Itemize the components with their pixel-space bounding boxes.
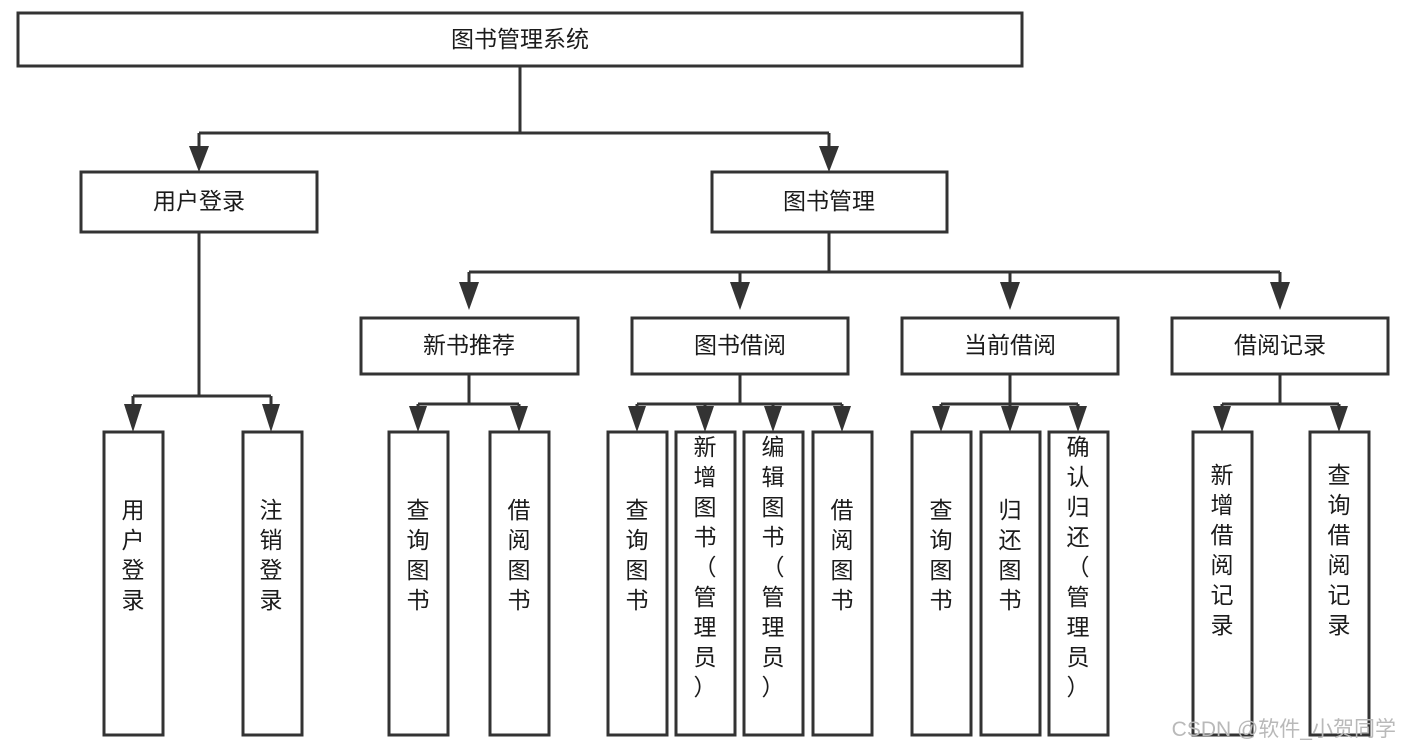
arrow-head-user-login <box>189 146 209 172</box>
node-borrow-record[interactable]: 借阅记录 <box>1170 316 1390 376</box>
leaf-confirm-return-label: 确认归还（管理员） <box>1067 434 1090 700</box>
arrow-head-leaf-add-record <box>1213 406 1231 432</box>
leaf-query-book-1[interactable]: 查询图书 <box>387 430 450 737</box>
csdn-watermark: CSDN @软件_小贺同学 <box>1172 718 1396 741</box>
leaf-query-book-2[interactable]: 查询图书 <box>606 430 669 737</box>
node-user-login-label: 用户登录 <box>153 188 245 214</box>
node-root[interactable]: 图书管理系统 <box>16 11 1024 68</box>
arrow-head-borrow-record <box>1270 282 1290 310</box>
arrow-head-new-book-recommend <box>459 282 479 310</box>
leaf-add-record-label: 新增借阅记录 <box>1211 462 1234 638</box>
leaf-borrow-book-1-box <box>488 430 551 737</box>
leaf-query-record-label: 查询借阅记录 <box>1328 462 1351 638</box>
leaf-user-login-label: 用户登录 <box>122 497 145 613</box>
leaf-logout-login[interactable]: 注销登录 <box>241 430 304 737</box>
leaf-borrow-book-1[interactable]: 借阅图书 <box>488 430 551 737</box>
leaf-query-book-1-label: 查询图书 <box>407 497 430 613</box>
leaf-edit-book-label: 编辑图书（管理员） <box>762 434 785 700</box>
node-root-box <box>16 11 1024 68</box>
arrow-head-leaf-query-book-3 <box>932 406 950 432</box>
leaf-query-book-3-label: 查询图书 <box>930 497 953 613</box>
leaf-add-book[interactable]: 新增图书（管理员） <box>674 430 737 737</box>
node-user-login-box <box>79 170 319 234</box>
leaf-borrow-book-1-label: 借阅图书 <box>508 497 531 613</box>
arrow-head-book-borrow <box>730 282 750 310</box>
arrow-head-leaf-borrow-book-1 <box>510 406 528 432</box>
arrow-head-leaf-query-book-2 <box>628 406 646 432</box>
arrow-head-leaf-borrow-book-2 <box>833 406 851 432</box>
leaf-add-book-box <box>674 430 737 737</box>
node-borrow-record-label: 借阅记录 <box>1234 332 1326 358</box>
node-current-borrow-box <box>900 316 1120 376</box>
leaf-user-login[interactable]: 用户登录 <box>102 430 165 737</box>
leaf-query-book-2-box <box>606 430 669 737</box>
leaf-borrow-book-2-label: 借阅图书 <box>831 497 854 613</box>
arrow-head-leaf-logout <box>262 404 280 432</box>
leaf-user-login-box <box>102 430 165 737</box>
leaf-logout-login-label: 注销登录 <box>260 497 283 613</box>
arrow-head-leaf-edit-book <box>764 406 782 432</box>
leaf-confirm-return-box <box>1047 430 1110 737</box>
node-current-borrow-label: 当前借阅 <box>964 332 1056 358</box>
leaf-edit-book[interactable]: 编辑图书（管理员） <box>742 430 805 737</box>
arrow-head-book-management <box>819 146 839 172</box>
arrow-head-leaf-confirm-return <box>1069 406 1087 432</box>
leaf-borrow-book-2-box <box>811 430 874 737</box>
leaf-query-book-3-box <box>910 430 973 737</box>
node-book-borrow-box <box>630 316 850 376</box>
node-new-book-recommend-label: 新书推荐 <box>423 332 515 358</box>
leaf-return-book-box <box>979 430 1042 737</box>
leaf-query-record[interactable]: 查询借阅记录 <box>1308 430 1371 737</box>
connector-layer <box>124 66 1348 432</box>
leaf-logout-login-box <box>241 430 304 737</box>
leaf-query-book-3[interactable]: 查询图书 <box>910 430 973 737</box>
arrow-head-leaf-user-login <box>124 404 142 432</box>
leaf-return-book[interactable]: 归还图书 <box>979 430 1042 737</box>
node-root-label: 图书管理系统 <box>451 26 589 52</box>
leaf-confirm-return[interactable]: 确认归还（管理员） <box>1047 430 1110 737</box>
node-book-management-box <box>710 170 949 234</box>
node-book-management[interactable]: 图书管理 <box>710 170 949 234</box>
node-new-book-recommend[interactable]: 新书推荐 <box>359 316 580 376</box>
node-user-login[interactable]: 用户登录 <box>79 170 319 234</box>
leaf-return-book-label: 归还图书 <box>999 497 1022 613</box>
node-borrow-record-box <box>1170 316 1390 376</box>
node-book-management-label: 图书管理 <box>783 188 875 214</box>
arrow-head-current-borrow <box>1000 282 1020 310</box>
leaf-add-book-label: 新增图书（管理员） <box>694 434 717 700</box>
arrow-head-leaf-query-record <box>1330 406 1348 432</box>
leaf-edit-book-box <box>742 430 805 737</box>
leaf-query-book-1-box <box>387 430 450 737</box>
arrow-head-leaf-return-book <box>1001 406 1019 432</box>
node-book-borrow-label: 图书借阅 <box>694 332 786 358</box>
leaf-query-record-box <box>1308 430 1371 737</box>
leaf-add-record[interactable]: 新增借阅记录 <box>1191 430 1254 737</box>
leaf-add-record-box <box>1191 430 1254 737</box>
node-new-book-recommend-box <box>359 316 580 376</box>
arrow-head-leaf-query-book-1 <box>409 406 427 432</box>
leaf-query-book-2-label: 查询图书 <box>626 497 649 613</box>
node-book-borrow[interactable]: 图书借阅 <box>630 316 850 376</box>
leaf-borrow-book-2[interactable]: 借阅图书 <box>811 430 874 737</box>
arrow-head-leaf-add-book <box>696 406 714 432</box>
node-current-borrow[interactable]: 当前借阅 <box>900 316 1120 376</box>
